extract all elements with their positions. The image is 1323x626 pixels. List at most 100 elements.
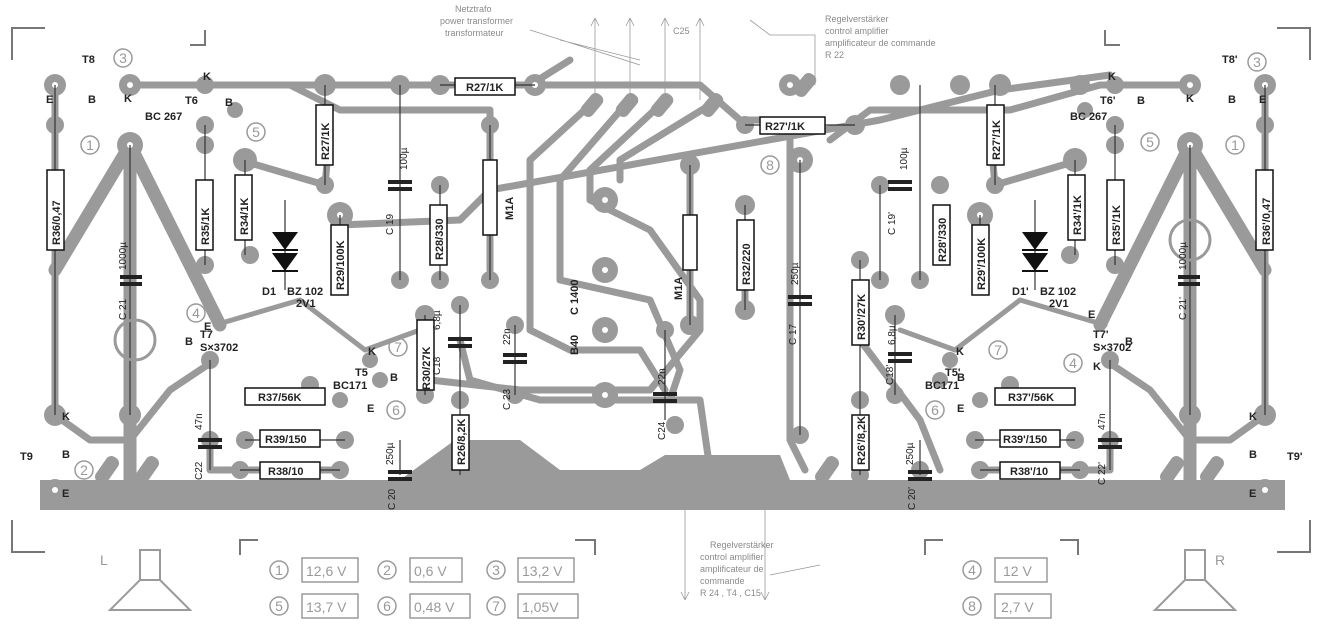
label-c22-value: 47n <box>194 413 205 430</box>
label-c21p: C 21' <box>1178 297 1189 320</box>
pin-e: E <box>204 321 211 333</box>
legend-number: 2 <box>383 562 391 578</box>
label-d1p: D1' <box>1012 286 1029 298</box>
marker-6-right: 6 <box>931 402 939 418</box>
label-c23: C 23 <box>502 388 513 410</box>
label-r30p: R30'/27K <box>856 294 868 340</box>
label-bz-voltage: 2V1 <box>296 298 316 310</box>
pin-e: E <box>367 403 374 415</box>
label-r29p: R29'/100K <box>976 238 988 290</box>
component-bodies <box>46 77 1274 481</box>
pin-b: B <box>957 372 965 384</box>
label-r37: R37/56K <box>258 392 301 404</box>
note-control-b1: Regelverstärker <box>710 540 774 550</box>
pin-e: E <box>1088 309 1095 321</box>
label-c22p: C 22' <box>1097 462 1108 485</box>
label-c18-value: 6,8µ <box>432 310 443 330</box>
pin-b: B <box>62 449 70 461</box>
legend-voltage: 1,05V <box>522 599 559 615</box>
pin-k: K <box>62 411 70 423</box>
pin-k: K <box>368 346 376 358</box>
note-control-b2: control amplifier <box>700 552 764 562</box>
legend-number: 7 <box>492 598 500 614</box>
center-component-labels: C 1400 B40 C24 22n M1A R32/220 C 17 250µ… <box>569 121 805 440</box>
label-r35: R35/1K <box>200 208 212 245</box>
label-r37p: R37'/56K <box>1008 392 1054 404</box>
label-t6p: T6' <box>1100 95 1116 107</box>
connector-pads <box>95 72 1224 484</box>
label-m1a-center: M1A <box>673 277 685 300</box>
label-r36: R36/0,47 <box>51 200 63 245</box>
marker-6: 6 <box>392 402 400 418</box>
marker-4: 4 <box>192 305 200 321</box>
pin-b: B <box>225 97 233 109</box>
pin-e: E <box>1249 488 1256 500</box>
label-r35p: R35'/1K <box>1111 205 1123 245</box>
legend-voltage: 13,2 V <box>522 563 563 579</box>
pin-k: K <box>124 93 132 105</box>
label-r28p: R28'/330 <box>937 218 949 262</box>
marker-8: 8 <box>766 157 774 173</box>
label-d1: D1 <box>262 286 276 298</box>
note-control-3: amplificateur de commande <box>825 38 936 48</box>
legend-number: 6 <box>383 598 391 614</box>
right-component-labels: T8' T6' BC 267 R27'/1K R36'/0,47 R35'/1K… <box>856 54 1303 510</box>
legend-voltage: 12,6 V <box>306 563 347 579</box>
note-transformer-2: power transformer <box>440 16 513 26</box>
label-c20p: C 20' <box>907 487 918 510</box>
label-c1400: C 1400 <box>569 280 581 315</box>
pin-k: K <box>203 71 211 83</box>
label-bz102-right: BZ 102 <box>1040 286 1076 298</box>
label-t7p: T7' <box>1093 329 1109 341</box>
label-c18p-value: 6,8µ <box>887 325 898 345</box>
label-r26p: R26'/8,2K <box>856 416 868 465</box>
label-t8: T8 <box>82 54 95 66</box>
legend-number: 4 <box>968 562 976 578</box>
pin-k: K <box>1093 361 1101 373</box>
label-r38p: R38'/10 <box>1010 466 1048 478</box>
label-c19: C 19 <box>385 213 396 235</box>
legend-number: 5 <box>275 598 283 614</box>
label-c19-value: 100µ <box>399 147 410 170</box>
label-m1a: M1A <box>504 197 516 220</box>
label-s3702: S×3702 <box>200 342 238 354</box>
label-r30: R30/27K <box>421 347 433 390</box>
note-control-1: Regelverstärker <box>825 14 889 24</box>
marker-numbers: 1 2 3 4 5 6 7 8 1 3 5 4 7 6 <box>80 50 1261 478</box>
label-bz-voltage-right: 2V1 <box>1049 298 1069 310</box>
note-control-b4: commande <box>700 576 745 586</box>
label-r28: R28/330 <box>434 218 446 260</box>
label-c20-value: 250µ <box>385 442 396 465</box>
marker-3: 3 <box>119 50 127 66</box>
speaker-right-icon <box>1152 549 1238 611</box>
label-c23-value: 22n <box>502 328 513 345</box>
pin-b: B <box>88 94 96 106</box>
label-bc171-right: BC171 <box>925 380 959 392</box>
pin-b: B <box>1228 94 1236 106</box>
voltage-legend: 1 12,6 V 2 0,6 V 3 13,2 V 5 13,7 V 6 0,4… <box>275 562 1034 615</box>
label-r27-top: R27/1K <box>466 82 503 94</box>
pin-b: B <box>1249 449 1257 461</box>
pin-b: B <box>1137 95 1145 107</box>
note-control-b3: amplificateur de <box>700 564 764 574</box>
label-c22: C22 <box>194 461 205 480</box>
pin-b: B <box>390 372 398 384</box>
label-c19p-value: 100µ <box>899 147 910 170</box>
speaker-left-label: L <box>100 552 108 568</box>
label-c22p-value: 47n <box>1097 413 1108 430</box>
label-r27-center: R27'/1K <box>765 121 805 133</box>
label-bz102: BZ 102 <box>287 286 323 298</box>
note-control-2: control amplifier <box>825 26 889 36</box>
marker-3-right: 3 <box>1253 54 1261 70</box>
label-r39: R39/150 <box>265 434 307 446</box>
label-t9: T9 <box>20 451 33 463</box>
note-c25: C25 <box>673 26 690 36</box>
pin-k: K <box>1186 93 1194 105</box>
label-r29: R29/100K <box>335 240 347 290</box>
label-c18p: C18' <box>885 365 896 385</box>
note-transformer-3: transformateur <box>445 28 504 38</box>
pin-e: E <box>1259 94 1266 106</box>
label-r38: R38/10 <box>268 466 303 478</box>
speaker-right-label: R <box>1215 552 1225 568</box>
